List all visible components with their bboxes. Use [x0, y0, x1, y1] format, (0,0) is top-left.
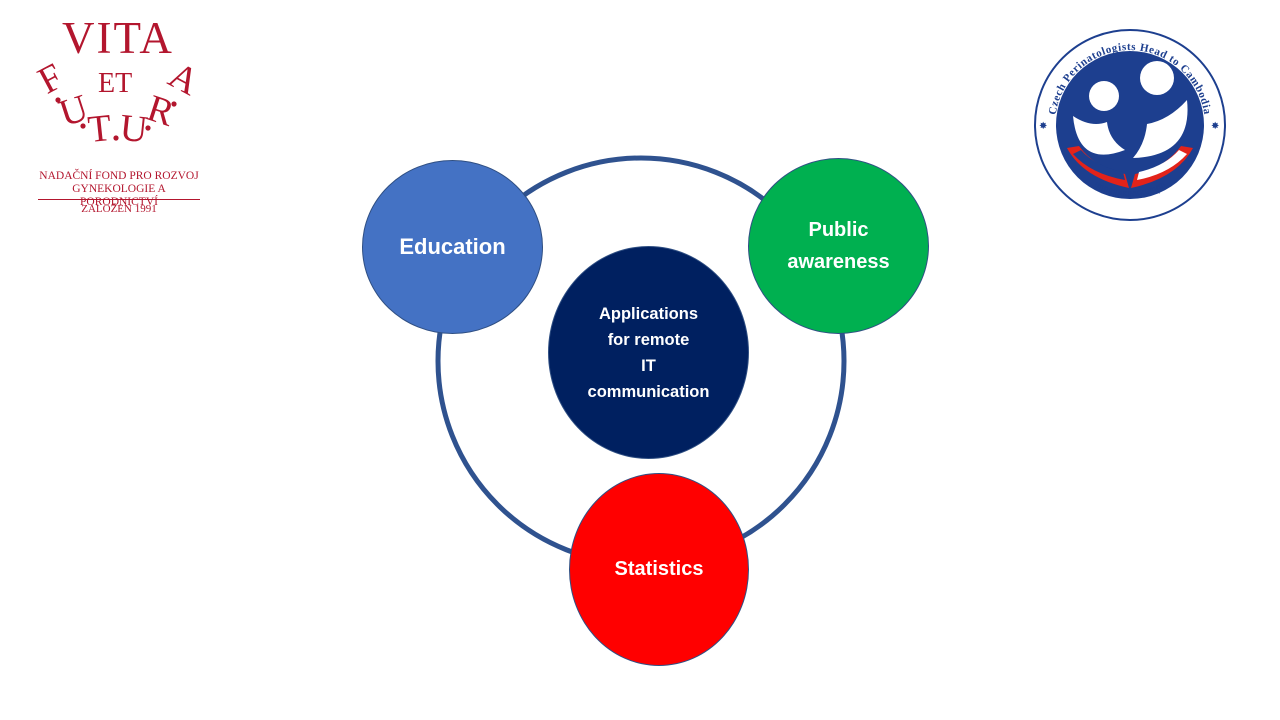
- svg-text:✸: ✸: [1211, 121, 1219, 132]
- logo-divider: [38, 199, 200, 200]
- education-label: Education: [399, 234, 506, 259]
- czech-perinatologists-cambodia-logo: Czech Perinatologists Head to Cambodia គ…: [1033, 28, 1227, 222]
- center-node: Applications for remote IT communication: [548, 246, 749, 459]
- logo-title-et: ET: [98, 68, 133, 99]
- vita-et-futura-logo: VITA ET F U T U R A NADAČNÍ FOND PRO ROZ…: [31, 13, 205, 224]
- center-label: Applications for remote IT communication: [587, 304, 710, 401]
- cambodia-logo-graphic: Czech Perinatologists Head to Cambodia គ…: [1034, 29, 1226, 221]
- logo-dot-marks: [55, 97, 177, 141]
- logo-founded: ZALOŽEN 1991: [81, 203, 157, 215]
- statistics-node: Statistics: [569, 473, 749, 666]
- public-awareness-node: Public awareness: [748, 158, 929, 334]
- svg-text:✸: ✸: [1039, 121, 1047, 132]
- public-awareness-label: Public awareness: [787, 219, 890, 273]
- education-node: Education: [362, 160, 543, 334]
- logo-fund-line1: NADAČNÍ FOND PRO ROZVOJ: [39, 170, 199, 182]
- logo-title-vita: VITA: [62, 13, 174, 63]
- statistics-label: Statistics: [614, 558, 704, 580]
